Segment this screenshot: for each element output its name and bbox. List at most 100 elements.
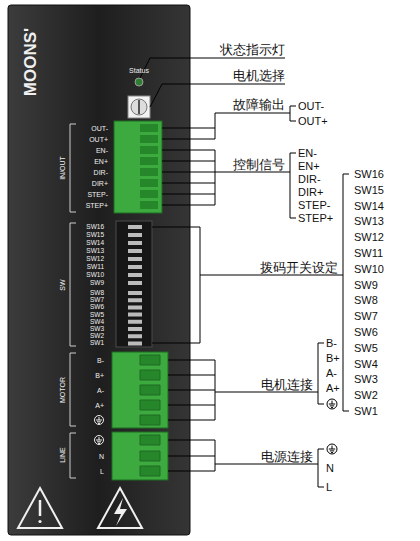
panel-label: MOTOR	[59, 377, 66, 403]
panel-label: SW12	[86, 256, 104, 263]
callout-label: L	[326, 482, 332, 493]
warning-mark	[39, 500, 42, 516]
panel-label: SW10	[86, 272, 104, 279]
panel-label: B+	[95, 372, 104, 379]
leader-line	[162, 150, 296, 218]
panel-label: SW5	[90, 311, 104, 318]
callout-label: A-	[326, 368, 337, 379]
panel-label: OUT+	[89, 136, 108, 143]
panel-label: DIR+	[92, 180, 108, 187]
panel-label: SW	[59, 279, 66, 290]
leader-line	[162, 106, 296, 139]
callout-label: SW2	[354, 390, 378, 401]
rotary-pointer	[138, 100, 140, 114]
callout-label: 电源连接	[261, 450, 313, 463]
callout-label: SW16	[354, 169, 384, 180]
panel-label: SW6	[90, 304, 104, 311]
status-led	[135, 78, 143, 86]
callout-label: SW5	[354, 342, 378, 353]
panel-label: L	[100, 468, 104, 475]
callout-label: SW3	[354, 374, 378, 385]
callout-label: SW8	[354, 295, 378, 306]
panel-label: SW9	[90, 280, 104, 287]
panel-label: N	[99, 453, 104, 460]
callout-label: EN-	[298, 148, 317, 159]
panel-label: SW4	[90, 319, 104, 326]
power-terminal	[112, 432, 168, 480]
callout-label: 电机连接	[261, 378, 313, 391]
rotary-switch	[128, 96, 150, 118]
callout-label: STEP-	[298, 200, 330, 211]
panel-label: SW1	[90, 340, 104, 347]
panel-label: OUT-	[91, 125, 108, 132]
panel-label: SW3	[90, 326, 104, 333]
panel-label: IN/OUT	[59, 156, 66, 180]
lightning-bolt	[114, 498, 127, 526]
callout-label: SW7	[354, 311, 378, 322]
ground-symbol	[95, 416, 104, 425]
warning-dot	[38, 520, 41, 523]
io-terminal	[114, 121, 162, 213]
ground-symbol	[95, 436, 104, 445]
panel-label: LINE	[59, 447, 66, 463]
callout-label: SW9	[354, 279, 378, 290]
io-terminal-slots	[140, 124, 158, 209]
power-terminal-slots	[140, 435, 160, 476]
leader-line	[168, 343, 324, 420]
panel-label: EN+	[94, 158, 108, 165]
callout-label: SW13	[354, 216, 384, 227]
callout-label: 拨码开关设定	[260, 261, 338, 274]
panel-label: SW8	[90, 290, 104, 297]
callout-label: OUT+	[298, 116, 328, 127]
callout-label: OUT-	[298, 101, 324, 112]
callout-label: DIR+	[298, 187, 323, 198]
callout-label: 电机选择	[233, 69, 285, 82]
panel-label: DIR-	[94, 169, 108, 176]
dip-switch-levers	[128, 225, 142, 345]
callout-label: 状态指示灯	[220, 43, 285, 56]
callout-label: EN+	[298, 161, 320, 172]
panel-label: SW15	[86, 232, 104, 239]
callout-label: B+	[326, 353, 340, 364]
panel-label: STEP-	[87, 191, 108, 198]
panel-label: EN-	[96, 147, 108, 154]
panel-label: SW14	[86, 240, 104, 247]
panel-label: A-	[97, 387, 104, 394]
leader-line	[168, 440, 324, 487]
panel-label: A+	[95, 402, 104, 409]
panel-label: B-	[97, 357, 104, 364]
panel-label: STEP+	[86, 202, 108, 209]
ground-symbol	[327, 399, 337, 409]
panel-label: SW2	[90, 333, 104, 340]
rotary-dial	[131, 99, 147, 115]
callout-label: SW12	[354, 232, 384, 243]
callout-label: SW11	[354, 248, 383, 259]
callout-label: 控制信号	[233, 158, 285, 171]
callout-label: SW15	[354, 184, 384, 195]
callout-label: SW14	[354, 200, 384, 211]
ground-symbol	[327, 444, 337, 454]
callout-label: SW1	[354, 406, 378, 417]
motor-terminal-slots	[140, 355, 160, 425]
callout-label: SW10	[354, 263, 384, 274]
panel-label: Status	[129, 67, 149, 74]
callout-label: SW4	[354, 358, 378, 369]
panel-label: SW13	[86, 248, 104, 255]
callout-label: STEP+	[298, 213, 333, 224]
callout-label: SW6	[354, 327, 378, 338]
callout-label: B-	[326, 338, 337, 349]
callout-label: DIR-	[298, 174, 321, 185]
motor-terminal	[112, 352, 168, 428]
panel-label: SW7	[90, 297, 104, 304]
brand-logo: MOONS'	[22, 28, 39, 96]
panel-label: SW11	[87, 264, 104, 271]
panel-label: SW16	[86, 224, 104, 231]
shock-triangle	[98, 488, 142, 528]
callout-label: 故障输出	[233, 98, 285, 111]
callout-label: A+	[326, 383, 340, 394]
warning-triangle	[18, 488, 62, 528]
callout-label: N	[326, 463, 334, 474]
dip-switch	[116, 221, 152, 347]
